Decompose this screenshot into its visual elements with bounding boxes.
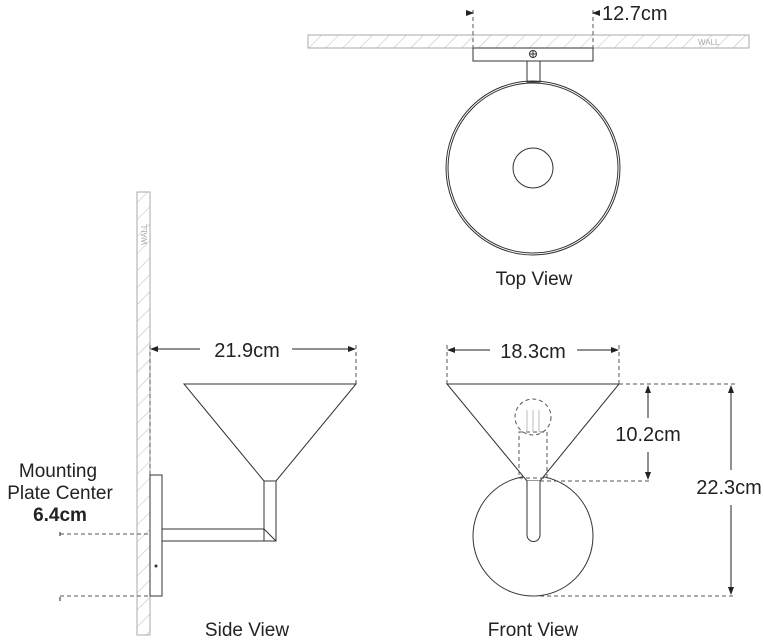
- mounting-plate: [149, 474, 163, 597]
- depth-dimension: 21.9cm: [214, 340, 280, 362]
- front-view: 18.3cm 10.2cm 22.3cm Front View: [445, 341, 762, 641]
- mounting-label-line1: Mounting: [19, 461, 97, 482]
- shade-inner: [512, 147, 554, 189]
- stem: [526, 481, 541, 542]
- wall-label: WALL: [140, 223, 149, 245]
- shade: [182, 383, 358, 482]
- bulb-icon: [514, 398, 552, 479]
- stem: [263, 480, 277, 542]
- arm: [526, 60, 541, 83]
- top-view: WALL 12.7cm Top View: [307, 3, 750, 290]
- mounting-label-line2: Plate Center: [7, 483, 113, 504]
- shade-height-dimension: 10.2cm: [615, 424, 681, 446]
- wall: [136, 191, 151, 636]
- side-view: WALL 21.9cm Mounting Plate Center 6.4cm …: [7, 191, 358, 641]
- overall-height-dimension: 22.3cm: [696, 477, 762, 499]
- shade-rim: [447, 82, 619, 254]
- view-label: Side View: [205, 620, 289, 641]
- view-label: Front View: [488, 620, 579, 641]
- mounting-dimension: 6.4cm: [33, 505, 87, 526]
- screw-icon: [529, 50, 537, 58]
- view-label: Top View: [496, 269, 573, 290]
- width-dimension: 12.7cm: [602, 3, 668, 25]
- shade-outer: [445, 80, 621, 256]
- wall: [307, 34, 750, 49]
- width-dimension: 18.3cm: [500, 341, 566, 363]
- wall-label: WALL: [698, 38, 720, 47]
